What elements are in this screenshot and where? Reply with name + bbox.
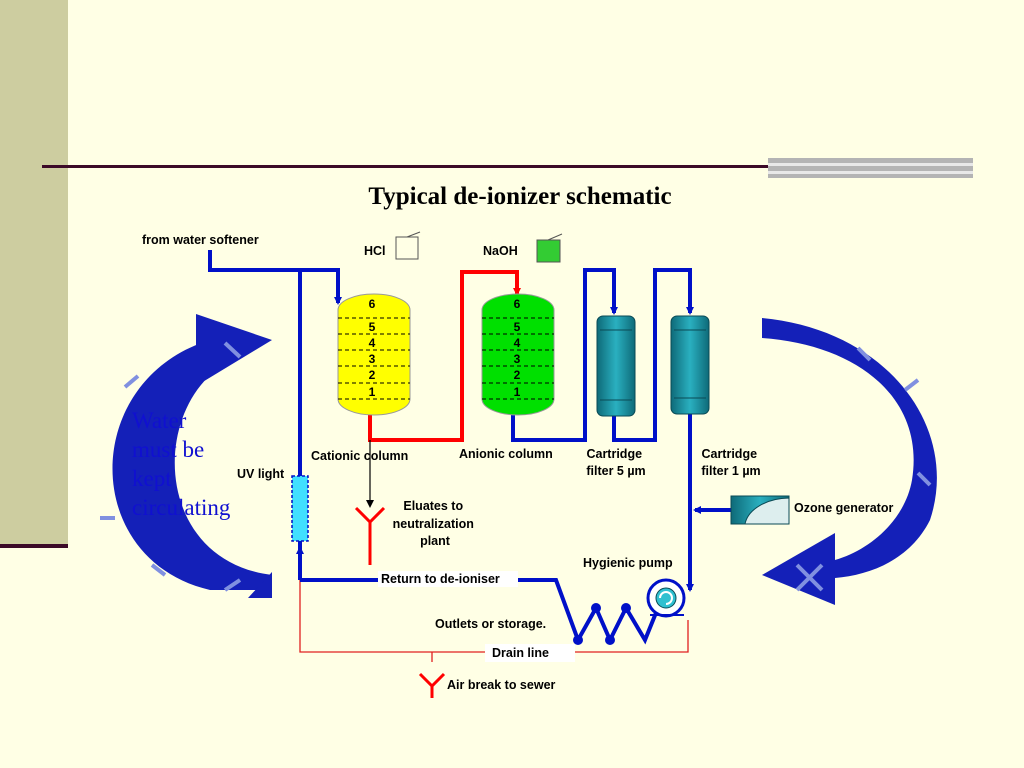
outlets-label: Outlets or storage. — [435, 617, 546, 631]
cation-layer-1: 1 — [369, 385, 376, 399]
anionic-column: 6 5 4 3 2 1 — [481, 293, 555, 416]
filter5-label: Cartridge filter 5 µm — [586, 447, 645, 478]
uv-lamp — [291, 475, 309, 542]
air-break-icon — [418, 672, 446, 698]
naoh-label: NaOH — [483, 244, 518, 258]
anion-layer-5: 5 — [514, 320, 521, 334]
anion-layer-6: 6 — [514, 297, 521, 311]
naoh-tank — [536, 233, 563, 263]
left-circulation-arrow — [100, 314, 272, 598]
drain-line — [299, 580, 689, 662]
drain-label: Drain line — [492, 646, 549, 660]
cation-layer-4: 4 — [369, 336, 376, 350]
sidebar-rule — [0, 544, 68, 548]
cartridge-filter-5um — [596, 315, 636, 417]
eluates-label: Eluates to neutralization plant — [393, 499, 478, 548]
hcl-label: HCl — [364, 244, 386, 258]
title-rule — [42, 165, 972, 168]
ozone-generator — [730, 495, 790, 525]
right-circulation-arrow — [762, 318, 937, 605]
transfer-pipe — [368, 270, 521, 442]
pump-label: Hygienic pump — [583, 556, 673, 570]
return-label: Return to de-ioniser — [381, 572, 500, 586]
slide-title: Typical de-ionizer schematic — [368, 183, 672, 210]
title-accent-bar — [768, 158, 973, 178]
anionic-label: Anionic column — [459, 447, 553, 461]
air-break-label: Air break to sewer — [447, 678, 556, 692]
uv-label: UV light — [237, 467, 285, 481]
eluates-outlet — [354, 440, 386, 565]
cationic-column: 6 5 4 3 2 1 — [337, 293, 411, 416]
cation-layer-3: 3 — [369, 352, 376, 366]
return-label-bg — [378, 571, 518, 587]
hygienic-pump — [646, 578, 686, 618]
filter1-label: Cartridge filter 1 µm — [701, 447, 760, 478]
slide-sidebar — [0, 0, 68, 548]
from-softener-label: from water softener — [142, 233, 259, 247]
anion-layer-3: 3 — [514, 352, 521, 366]
cationic-label: Cationic column — [311, 449, 408, 463]
cation-layer-2: 2 — [369, 368, 376, 382]
circulating-note: Water must be kept circulating — [132, 408, 231, 520]
anion-layer-2: 2 — [514, 368, 521, 382]
cation-layer-5: 5 — [369, 320, 376, 334]
hcl-tank — [395, 231, 421, 260]
outlet-points — [573, 603, 631, 645]
anion-layer-1: 1 — [514, 385, 521, 399]
cation-layer-6: 6 — [369, 297, 376, 311]
ozone-label: Ozone generator — [794, 501, 893, 515]
anion-layer-4: 4 — [514, 336, 521, 350]
cartridge-filter-1um — [670, 315, 710, 415]
